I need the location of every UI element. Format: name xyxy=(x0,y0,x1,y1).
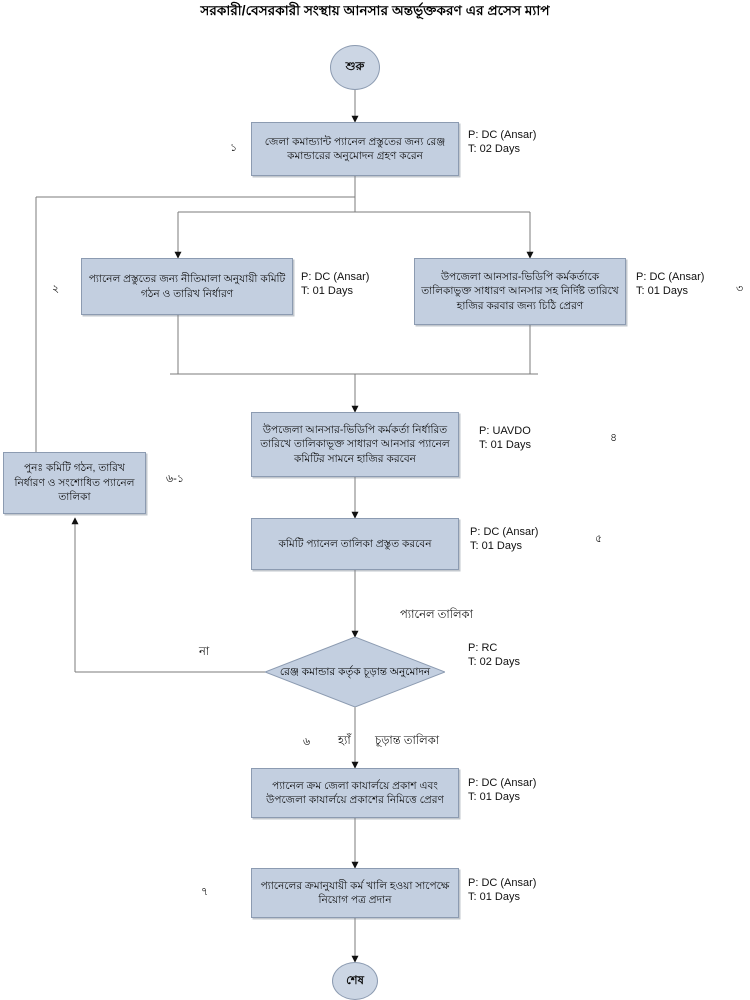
node-step7-text: প্যানেলের ক্রমানুযায়ী কর্ম খালি হওয়া স… xyxy=(260,879,450,907)
page-title: সরকারী/বেসরকারী সংস্থায় আনসার অন্তর্ভূক… xyxy=(200,3,550,18)
start-label: শুরু xyxy=(345,61,365,73)
meta-step5-time: T: 01 Days xyxy=(470,540,522,552)
node-step1-text: জেলা কমান্ড্যান্ট প্যানেল প্রস্তুতের জন্… xyxy=(264,135,446,163)
meta-step4-performer: P: UAVDO xyxy=(479,425,531,437)
node-rework: পুনঃ কমিটি গঠন, তারিখ নির্ধারণ ও সংশোধিত… xyxy=(3,452,146,514)
node-step5: কমিটি প্যানেল তালিকা প্রস্তুত করবেন xyxy=(251,518,459,570)
stepnum-decision: ৬ xyxy=(303,736,311,748)
meta-step5-performer: P: DC (Ansar) xyxy=(470,526,539,538)
stepnum-rework: ৬-১ xyxy=(166,473,184,485)
decision-diamond-shape xyxy=(265,637,445,707)
stepnum-step5: ৫ xyxy=(595,533,603,545)
meta-step4-time: T: 01 Days xyxy=(479,439,531,451)
node-step1: জেলা কমান্ড্যান্ট প্যানেল প্রস্তুতের জন্… xyxy=(251,122,459,176)
decision-no-label: না xyxy=(199,646,210,658)
meta-step1-performer: P: DC (Ansar) xyxy=(468,129,537,141)
decision-input-label: প্যানেল তালিকা xyxy=(400,609,473,621)
decision-yes-output-label: চূড়ান্ত তালিকা xyxy=(375,735,440,747)
stepnum-step1: ১ xyxy=(230,142,238,154)
stepnum-step4: ৪ xyxy=(610,432,618,444)
end-label: শেষ xyxy=(346,974,364,987)
meta-step3-time: T: 01 Days xyxy=(636,285,688,297)
stepnum-step3: ৩ xyxy=(736,283,744,295)
node-step2: প্যানেল প্রস্তুতের জন্য নীতিমালা অনুযায়… xyxy=(81,258,293,315)
node-decision: রেঞ্জ কমান্ডার কর্তৃক চূড়ান্ত অনুমোদন xyxy=(265,637,445,707)
node-step2-text: প্যানেল প্রস্তুতের জন্য নীতিমালা অনুযায়… xyxy=(88,273,286,300)
meta-decision-performer: P: RC xyxy=(468,642,498,654)
node-step4: উপজেলা আনসার-ভিডিপি কর্মকর্তা নির্ধারিত … xyxy=(251,412,459,477)
end-terminator: শেষ xyxy=(332,962,378,1000)
stepnum-step7: ৭ xyxy=(201,886,209,898)
meta-decision-time: T: 02 Days xyxy=(468,656,520,668)
node-step6-text: প্যানেল ক্রম জেলা কাযার্লয়ে প্রকাশ এবং … xyxy=(266,779,444,807)
node-step3-text: উপজেলা আনসার-ভিডিপি কর্মকর্তাকে তালিকাভু… xyxy=(421,270,619,312)
node-step7: প্যানেলের ক্রমানুযায়ী কর্ম খালি হওয়া স… xyxy=(251,868,459,918)
node-rework-text: পুনঃ কমিটি গঠন, তারিখ নির্ধারণ ও সংশোধিত… xyxy=(14,462,135,504)
node-step3: উপজেলা আনসার-ভিডিপি কর্মকর্তাকে তালিকাভু… xyxy=(414,258,626,325)
meta-step6-performer: P: DC (Ansar) xyxy=(468,777,537,789)
node-step4-text: উপজেলা আনসার-ভিডিপি কর্মকর্তা নির্ধারিত … xyxy=(260,423,450,465)
start-terminator: শুরু xyxy=(330,45,380,90)
node-decision-text: রেঞ্জ কমান্ডার কর্তৃক চূড়ান্ত অনুমোদন xyxy=(279,665,431,678)
meta-step6-time: T: 01 Days xyxy=(468,791,520,803)
meta-step7-performer: P: DC (Ansar) xyxy=(468,877,537,889)
meta-step7-time: T: 01 Days xyxy=(468,891,520,903)
meta-step3-performer: P: DC (Ansar) xyxy=(636,271,705,283)
decision-yes-label: হ্যাঁ xyxy=(338,735,351,747)
meta-step1-time: T: 02 Days xyxy=(468,143,520,155)
node-step5-text: কমিটি প্যানেল তালিকা প্রস্তুত করবেন xyxy=(278,537,432,550)
meta-step2-performer: P: DC (Ansar) xyxy=(301,271,370,283)
stepnum-step2: ২ xyxy=(52,283,60,295)
meta-step2-time: T: 01 Days xyxy=(301,285,353,297)
node-step6: প্যানেল ক্রম জেলা কাযার্লয়ে প্রকাশ এবং … xyxy=(251,768,459,818)
